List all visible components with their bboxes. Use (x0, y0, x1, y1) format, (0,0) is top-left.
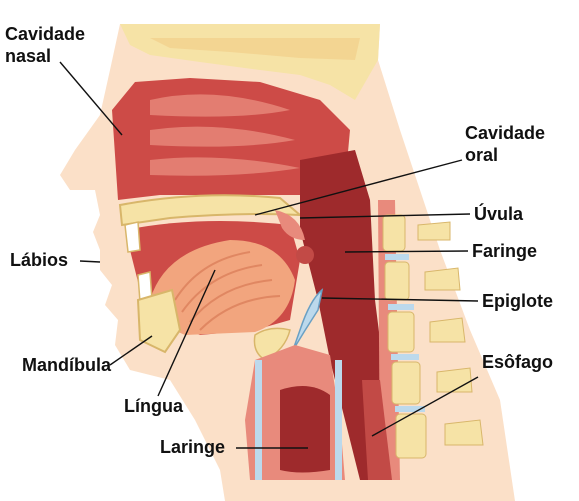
label-faringe: Faringe (472, 241, 538, 261)
leader-mandibula (109, 335, 153, 366)
uvula (275, 210, 305, 240)
label-mandibula: Mandíbula (22, 355, 111, 375)
leader-labios (79, 260, 101, 263)
esophagus (362, 380, 392, 480)
larynx-inner (280, 386, 330, 473)
leader-cavidade-oral (254, 159, 463, 216)
skull-inner (150, 38, 360, 60)
label-cavidade-oral-line1: Cavidade (465, 123, 546, 143)
leader-lines (59, 61, 479, 449)
label-uvula: Úvula (474, 204, 524, 224)
upper-tooth (124, 221, 141, 253)
tonsil (296, 246, 314, 264)
label-cavidade-nasal-line1: Cavidade (5, 24, 86, 44)
tongue-muscle-lines (174, 251, 281, 331)
leader-cavidade-nasal (59, 61, 123, 136)
nasal-conchae (150, 94, 300, 176)
hyoid (253, 327, 291, 361)
mandible-bone (136, 288, 182, 354)
label-lingua: Língua (124, 396, 183, 416)
label-labios: Lábios (10, 250, 69, 270)
leader-epiglote (321, 297, 479, 302)
leader-lingua (157, 269, 216, 397)
label-cavidade-oral-line2: oral (465, 145, 499, 165)
leader-faringe (344, 250, 469, 253)
label-cavidade-nasal-line2: nasal (5, 46, 52, 66)
tongue (150, 240, 295, 335)
label-esofago: Esôfago (482, 352, 554, 372)
label-laringe: Laringe (160, 437, 226, 457)
leader-uvula (299, 213, 471, 219)
leader-esofago (371, 376, 479, 437)
label-epiglote: Epiglote (482, 291, 553, 311)
